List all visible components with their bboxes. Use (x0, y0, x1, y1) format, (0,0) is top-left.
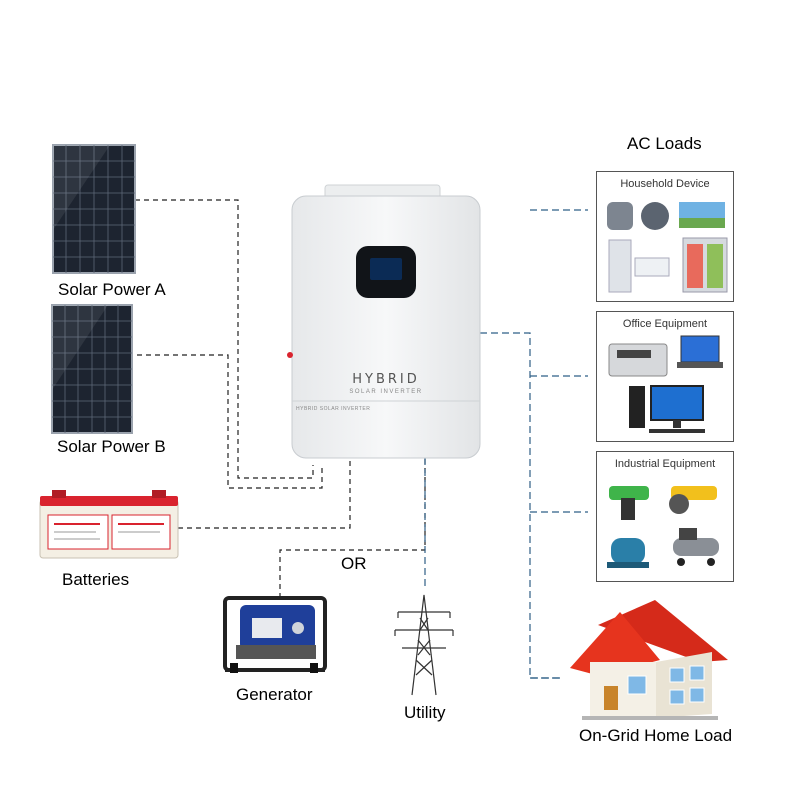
batteries-label: Batteries (62, 570, 130, 589)
industrial-tools-icon (607, 486, 719, 568)
inverter-strip-text: HYBRID SOLAR INVERTER (296, 406, 371, 412)
solar-a-line (135, 199, 314, 479)
generator-label: Generator (236, 685, 313, 704)
solar-power-a-label: Solar Power A (58, 280, 166, 299)
industrial-equipment-box: Industrial Equipment (596, 451, 734, 582)
utility-label: Utility (404, 703, 446, 722)
solar-power-b-label: Solar Power B (57, 437, 166, 456)
inverter-subtitle: SOLAR INVERTER (349, 389, 423, 395)
household-device-title: Household Device (620, 178, 710, 190)
on-grid-home-load-label: On-Grid Home Load (579, 726, 733, 745)
inverter-brand: HYBRID (352, 372, 420, 387)
household-device-box: Household Device (596, 171, 734, 302)
battery-line (178, 458, 351, 529)
office-equipment-icon (608, 335, 723, 433)
office-equipment-title: Office Equipment (622, 318, 708, 330)
industrial-equipment-title: Industrial Equipment (614, 458, 716, 470)
ac-loads-title: AC Loads (627, 134, 702, 153)
household-appliances-icon (607, 202, 728, 293)
office-equipment-box: Office Equipment (596, 311, 734, 442)
or-label: OR (341, 554, 367, 573)
solar-b-line (137, 354, 323, 489)
